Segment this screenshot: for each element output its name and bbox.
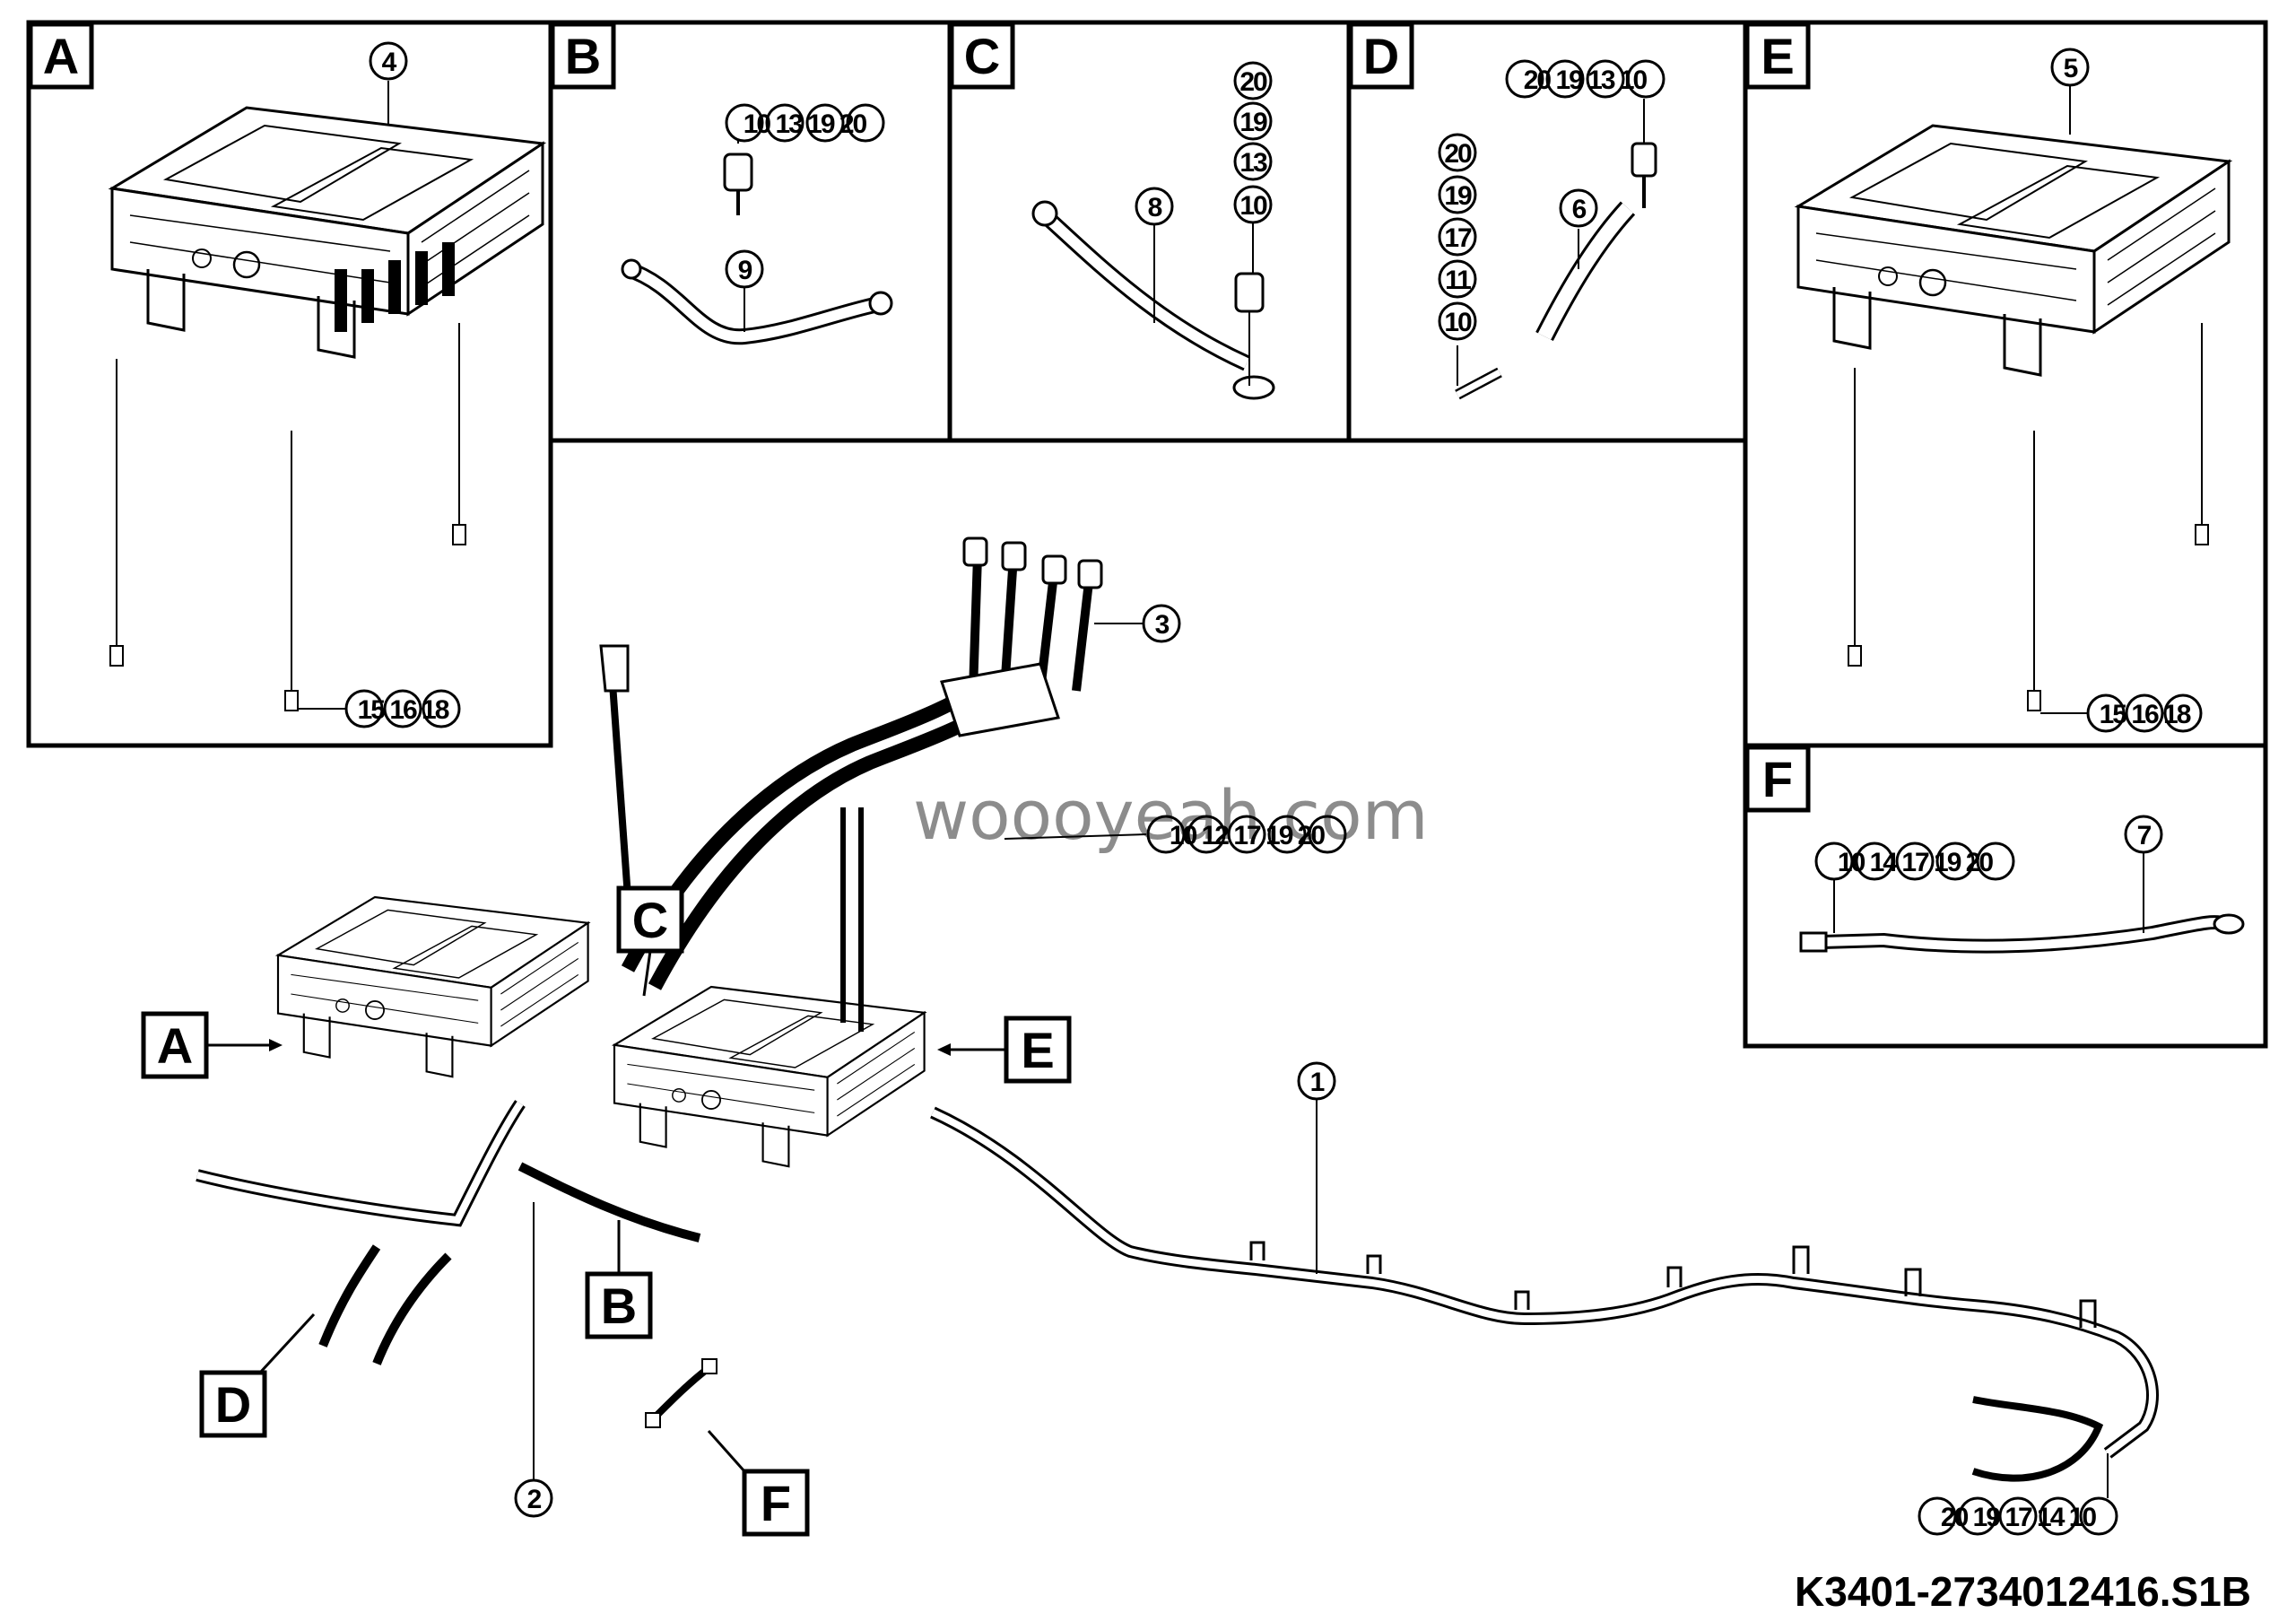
svg-text:3: 3 xyxy=(1155,610,1170,640)
svg-text:17: 17 xyxy=(1444,223,1472,253)
svg-text:D: D xyxy=(215,1376,251,1433)
panel-label-d: D xyxy=(1348,22,1414,90)
svg-text:1: 1 xyxy=(1310,1068,1325,1097)
svg-text:20: 20 xyxy=(1444,139,1472,169)
svg-text:C: C xyxy=(964,28,1000,84)
svg-text:10 14 17 19 20: 10 14 17 19 20 xyxy=(1838,848,1994,877)
callout-part-7: 7 xyxy=(2124,815,2163,854)
svg-text:A: A xyxy=(43,28,79,84)
callout-part-8: 8 xyxy=(1135,187,1174,226)
svg-text:15 16 18: 15 16 18 xyxy=(358,695,449,725)
pointer-label-c: C xyxy=(616,885,684,997)
svg-text:13: 13 xyxy=(1239,148,1267,178)
callout-hardware-c: 20 19 13 10 xyxy=(1233,61,1273,274)
callout-hardware-d-top: 20 19 13 10 xyxy=(1505,59,1665,99)
panel-d-cable xyxy=(1455,99,1657,400)
svg-text:D: D xyxy=(1363,28,1399,84)
pointer-label-d: D xyxy=(199,1312,316,1438)
panel-b-cable xyxy=(621,108,893,345)
svg-text:20 19 13 10: 20 19 13 10 xyxy=(1524,65,1648,95)
svg-text:10 13 19 20: 10 13 19 20 xyxy=(744,109,867,139)
pointer-label-f: F xyxy=(707,1430,810,1537)
panel-f-frame xyxy=(1743,743,2268,1049)
pointer-label-e: E xyxy=(937,1016,1072,1084)
drawing-code: K3401-2734012416.S1B xyxy=(1795,1568,2251,1615)
callout-part-2: 2 xyxy=(514,1478,553,1518)
pointer-label-a: A xyxy=(141,1011,283,1079)
callout-part-9: 9 xyxy=(725,249,764,332)
panel-label-a: A xyxy=(28,22,94,90)
svg-text:4: 4 xyxy=(382,48,397,77)
svg-text:10: 10 xyxy=(1239,191,1267,221)
panel-label-b: B xyxy=(550,22,616,90)
svg-text:11: 11 xyxy=(1445,266,1471,295)
svg-text:19: 19 xyxy=(1239,108,1267,137)
svg-text:C: C xyxy=(632,892,668,948)
svg-text:8: 8 xyxy=(1148,193,1162,222)
callout-hardware-a: 15 16 18 xyxy=(344,689,461,728)
svg-text:7: 7 xyxy=(2137,821,2152,850)
cable-harness-1 xyxy=(930,1099,2159,1498)
callout-part-5: 5 xyxy=(2050,48,2090,87)
svg-text:2: 2 xyxy=(527,1485,542,1514)
main-inverter-right xyxy=(613,985,926,1168)
svg-text:5: 5 xyxy=(2064,54,2078,83)
panel-a-inverter xyxy=(109,81,544,711)
svg-text:E: E xyxy=(1021,1022,1054,1078)
panel-c-cable xyxy=(1031,200,1275,400)
svg-text:A: A xyxy=(157,1017,193,1074)
panel-e-inverter xyxy=(1796,85,2231,714)
callout-hardware-main: 20 19 17 14 10 xyxy=(1918,1496,2118,1536)
main-inverter-left xyxy=(276,895,589,1078)
svg-text:20: 20 xyxy=(1239,67,1267,97)
panel-e-frame xyxy=(1743,20,2268,748)
cable-f-loose xyxy=(645,1358,718,1428)
svg-text:E: E xyxy=(1761,28,1794,84)
callout-hardware-overlay: 10 12 17 19 20 xyxy=(1004,815,1347,854)
cable-harness-2 xyxy=(196,1100,701,1480)
callout-part-4: 4 xyxy=(369,41,408,81)
callout-hardware-f: 10 14 17 19 20 xyxy=(1814,842,2015,881)
callout-part-3: 3 xyxy=(1142,604,1181,643)
svg-text:B: B xyxy=(601,1278,637,1334)
svg-text:6: 6 xyxy=(1572,195,1587,224)
svg-text:15 16 18: 15 16 18 xyxy=(2100,700,2191,729)
svg-text:19: 19 xyxy=(1444,181,1472,211)
cable-harness-3 xyxy=(599,536,1144,1032)
callout-hardware-d-stack: 20 19 17 11 10 xyxy=(1438,133,1477,341)
panel-label-e: E xyxy=(1744,22,1811,90)
panel-label-f: F xyxy=(1744,745,1811,813)
svg-text:F: F xyxy=(761,1475,791,1531)
svg-text:B: B xyxy=(565,28,601,84)
callout-part-1: 1 xyxy=(1297,1061,1336,1101)
callout-part-6: 6 xyxy=(1559,188,1598,228)
svg-text:20 19 17 14 10: 20 19 17 14 10 xyxy=(1941,1503,2097,1532)
callout-hardware-e: 15 16 18 xyxy=(2086,693,2203,733)
panel-label-c: C xyxy=(949,22,1015,90)
svg-text:10 12 17 19 20: 10 12 17 19 20 xyxy=(1170,821,1326,850)
callout-hardware-b: 10 13 19 20 xyxy=(725,103,885,143)
panel-f-cable xyxy=(1799,852,2245,954)
pointer-label-b: B xyxy=(585,1220,653,1339)
svg-text:9: 9 xyxy=(738,256,752,285)
svg-text:10: 10 xyxy=(1444,308,1472,337)
watermark: woooyeah.com xyxy=(913,775,1429,855)
svg-text:F: F xyxy=(1762,751,1793,807)
